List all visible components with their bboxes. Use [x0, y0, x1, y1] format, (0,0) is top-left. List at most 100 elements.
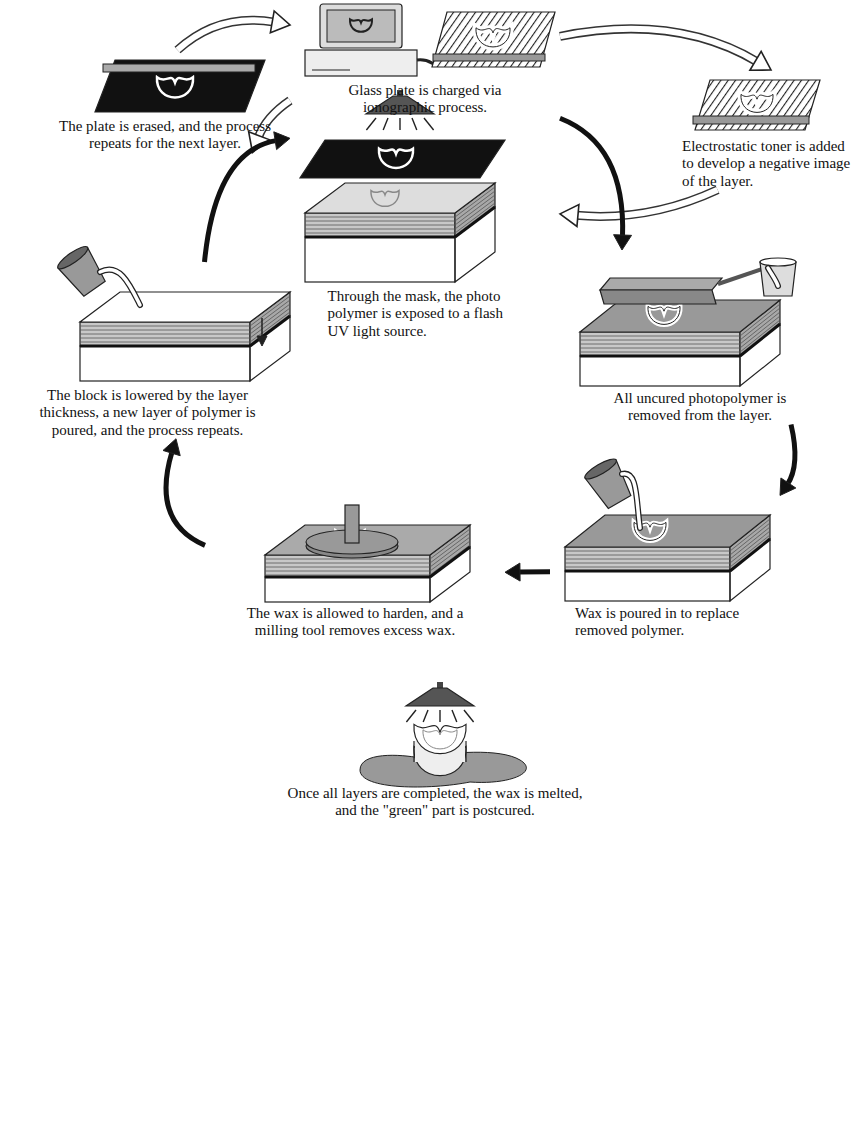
pour-stream: [622, 474, 640, 528]
process-step: Through the mask, the photo polymer is e…: [290, 88, 560, 340]
pour-stream: [100, 270, 140, 305]
layer-line: [80, 338, 250, 339]
pour-bucket: [55, 243, 90, 272]
lower-arrow: [257, 336, 267, 346]
layer-top: [580, 300, 780, 332]
layer-line: [565, 563, 730, 564]
uv-ray: [406, 710, 416, 722]
layer-line: [80, 334, 250, 335]
layer-stack: [580, 332, 740, 356]
layer-stack: [565, 547, 730, 571]
wiper-blade: [600, 290, 716, 304]
flow-arrow-outline: [560, 29, 757, 62]
part-outline: [371, 191, 399, 207]
build-box: [80, 346, 250, 381]
eraser-bar: [103, 64, 255, 72]
step-caption: Electrostatic toner is added to develop …: [682, 138, 860, 190]
arrow-head: [270, 11, 290, 33]
process-step: The plate is erased, and the process rep…: [40, 50, 290, 153]
flow-arrow-outline: [178, 20, 275, 50]
layer-line: [265, 559, 430, 560]
layer-line: [565, 559, 730, 560]
step-caption: The block is lowered by the layer thickn…: [35, 387, 260, 439]
build-platform: [565, 570, 730, 573]
uv-ray: [439, 710, 440, 722]
glass-plate: [300, 140, 505, 178]
arrow-head: [274, 132, 290, 150]
layer-line: [305, 229, 455, 230]
layer-line: [305, 225, 455, 226]
drive-slot: [312, 70, 350, 71]
layer-line: [580, 352, 740, 353]
part-outline: [476, 28, 510, 47]
arrow-head: [750, 51, 771, 70]
flow-arrow-body: [560, 29, 757, 62]
layer-stack: [80, 322, 250, 346]
layer-line: [580, 336, 740, 337]
computer-monitor: [320, 4, 402, 48]
process-step: Wax is poured in to replace removed poly…: [550, 470, 780, 640]
process-step: The block is lowered by the layer thickn…: [5, 262, 290, 439]
layer-line: [265, 575, 430, 576]
build-platform: [250, 316, 290, 346]
layer-line: [305, 221, 455, 222]
uv-ray: [399, 118, 400, 130]
arrow-head: [163, 439, 180, 456]
toner-roller: [693, 116, 809, 124]
flow-arrow: [205, 132, 291, 262]
uv-ray: [464, 710, 474, 722]
wiper-arm: [718, 268, 765, 284]
layer-line: [565, 567, 730, 568]
uv-ray: [424, 118, 434, 130]
wiper-blade: [600, 278, 722, 290]
layer-line: [565, 551, 730, 552]
pour-stream: [768, 268, 778, 286]
layer-line: [80, 330, 250, 331]
flow-arrow-body: [166, 451, 205, 545]
process-step: All uncured photopolymer is removed from…: [570, 250, 830, 425]
part-edge: [413, 741, 414, 762]
layer-top: [565, 515, 770, 547]
build-box: [565, 571, 730, 601]
layer-top: [80, 292, 290, 322]
uv-lamp: [406, 688, 474, 706]
process-step: The wax is allowed to harden, and a mill…: [205, 505, 505, 640]
layer-top: [305, 183, 495, 213]
step-caption: The wax is allowed to harden, and a mill…: [243, 605, 468, 640]
step-caption: Wax is poured in to replace removed poly…: [575, 605, 755, 640]
waste-bucket: [760, 262, 796, 296]
glass-plate: [95, 60, 265, 112]
flow-arrow: [178, 11, 291, 50]
flow-arrow-body: [178, 20, 275, 50]
arrow-head: [560, 205, 579, 227]
layer-line: [580, 348, 740, 349]
layer-line: [580, 344, 740, 345]
arrow-head: [505, 563, 520, 581]
flow-arrow-body: [576, 190, 718, 217]
waste-bucket: [760, 258, 796, 266]
flow-arrow-body: [205, 140, 278, 262]
build-platform: [80, 345, 250, 348]
charging-bar: [433, 54, 545, 61]
flow-arrow: [560, 190, 718, 227]
glass-plate: [432, 12, 555, 67]
flow-arrow-body: [518, 569, 550, 574]
layer-line: [80, 342, 250, 343]
uv-ray: [452, 710, 457, 722]
part-outline: [379, 149, 413, 168]
build-box: [265, 577, 430, 602]
part-outline: [741, 94, 773, 112]
uv-ray: [383, 118, 388, 130]
part-outline: [741, 94, 773, 112]
build-platform: [305, 236, 455, 239]
build-platform: [730, 539, 770, 571]
part-outline: [476, 28, 510, 47]
arrow-head: [780, 478, 796, 495]
uv-ray: [366, 118, 376, 130]
part-outline: [648, 306, 680, 324]
flow-arrow-body: [560, 118, 623, 237]
pour-bucket: [583, 456, 619, 483]
flow-arrow: [560, 29, 771, 70]
flow-arrow: [163, 439, 205, 546]
